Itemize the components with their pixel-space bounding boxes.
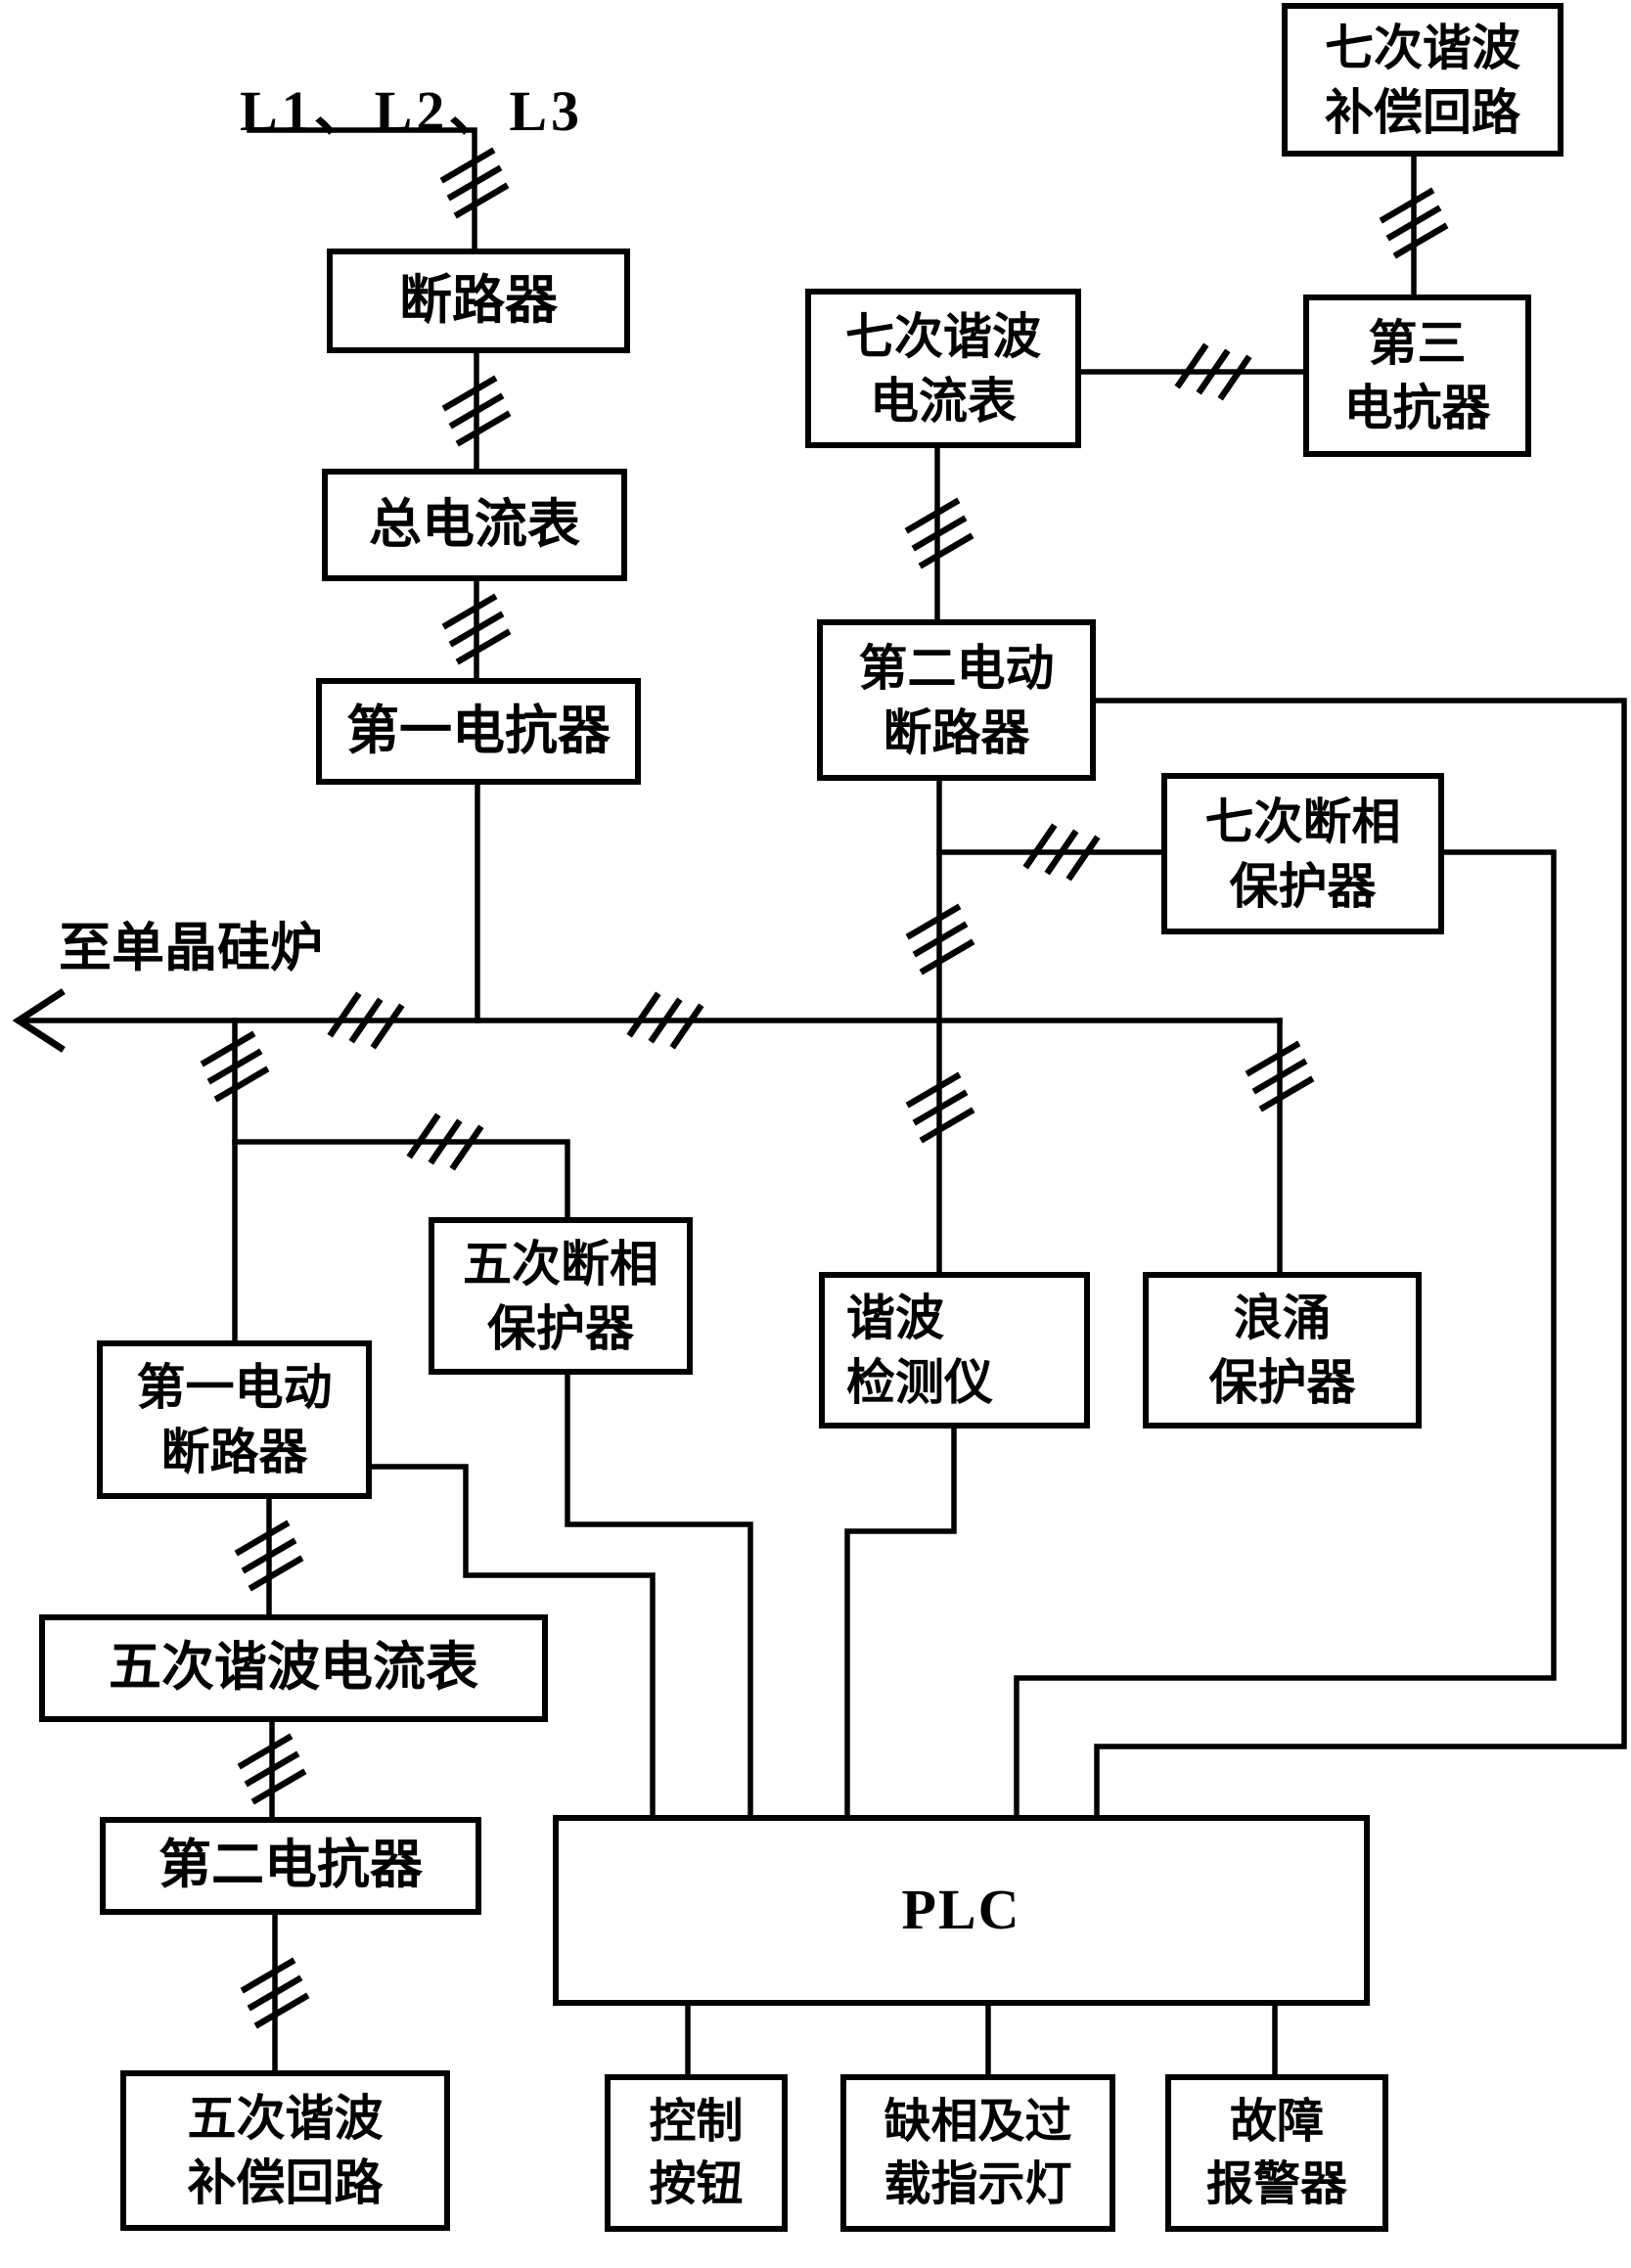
- three-phase-slash: [910, 1076, 971, 1139]
- node-fault-alarm: 故障 报警器: [1165, 2074, 1388, 2232]
- three-phase-slash: [446, 380, 507, 442]
- node-main-ammeter: 总电流表: [322, 469, 627, 581]
- three-phase-slash: [909, 502, 970, 565]
- node-phase-overload-indicator: 缺相及过 载指示灯: [840, 2074, 1115, 2232]
- three-phase-slash: [631, 996, 700, 1045]
- three-phase-slash: [1383, 192, 1444, 254]
- node-harmonic-detector: 谐波 检测仪: [819, 1272, 1090, 1429]
- node-h7-ammeter: 七次谐波 电流表: [805, 289, 1081, 448]
- node-h5-ammeter: 五次谐波电流表: [39, 1614, 548, 1722]
- node-h5-compensation-loop: 五次谐波 补偿回路: [120, 2070, 450, 2231]
- three-phase-slash: [446, 598, 507, 660]
- node-control-button: 控制 按钮: [605, 2074, 788, 2232]
- node-circuit-breaker: 断路器: [327, 249, 630, 353]
- node-second-reactor: 第二电抗器: [100, 1817, 481, 1915]
- three-phase-slash: [204, 1035, 265, 1098]
- node-first-reactor: 第一电抗器: [316, 678, 641, 785]
- three-phase-slash: [332, 996, 400, 1045]
- to-furnace-label: 至单晶硅炉: [59, 904, 323, 981]
- node-h7-phase-protector: 七次断相 保护器: [1161, 773, 1444, 934]
- three-phase-slash: [1249, 1045, 1310, 1108]
- node-first-motor-breaker: 第一电动 断路器: [97, 1340, 372, 1499]
- three-phase-slash: [1027, 828, 1096, 877]
- node-h7-compensation-loop: 七次谐波 补偿回路: [1282, 3, 1563, 157]
- three-phase-slash: [1179, 347, 1247, 396]
- wire-h5protector-to-plc: [567, 1375, 750, 1815]
- node-third-reactor: 第三 电抗器: [1303, 295, 1531, 457]
- three-phase-slash: [242, 1738, 302, 1800]
- three-phase-slash: [239, 1524, 299, 1587]
- wire-feeder: [249, 130, 475, 249]
- node-h5-phase-protector: 五次断相 保护器: [429, 1217, 693, 1375]
- three-phase-slash: [910, 908, 971, 971]
- three-phase-slash: [444, 152, 505, 214]
- node-plc: PLC: [553, 1815, 1370, 2006]
- three-phase-slash: [411, 1117, 479, 1166]
- wire-detector-to-plc: [847, 1429, 954, 1815]
- wire-branch-to-h5protector: [235, 1142, 567, 1217]
- source-phases-label: L1、L2、L3: [240, 65, 583, 147]
- three-phase-slash: [245, 1962, 305, 2024]
- node-second-motor-breaker: 第二电动 断路器: [817, 619, 1096, 781]
- node-surge-protector: 浪涌 保护器: [1143, 1272, 1422, 1429]
